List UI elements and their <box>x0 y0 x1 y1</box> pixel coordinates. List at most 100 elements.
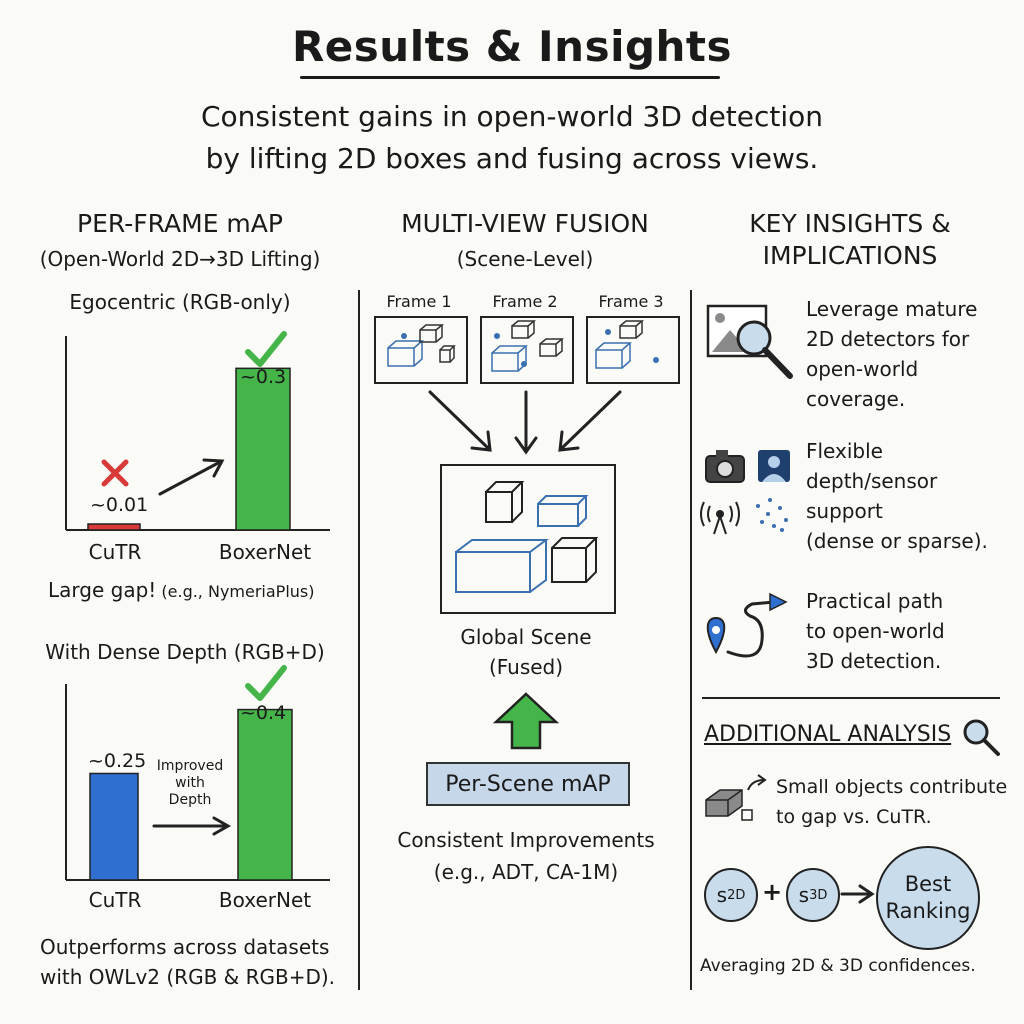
improved-line-2: with <box>175 775 205 791</box>
cross-icon <box>101 459 129 487</box>
arrow-icon <box>158 458 225 496</box>
subtitle-line-2: by lifting 2D boxes and fusing across vi… <box>205 142 819 175</box>
large-gap-note: (e.g., NymeriaPlus) <box>161 582 315 601</box>
chart1-caption: Large gap! (e.g., NymeriaPlus) <box>48 578 358 602</box>
chart1-cutr-value: ~0.01 <box>90 494 149 516</box>
fusion-arrows <box>428 390 622 455</box>
chart2-cutr-value: ~0.25 <box>88 750 147 772</box>
plus-sign: + <box>762 878 783 906</box>
best-ranking-circle: Best Ranking <box>876 846 980 950</box>
s2d-subscript: 2D <box>727 887 746 903</box>
per-scene-label: Per-Scene mAP <box>445 771 611 797</box>
frame-2-label: Frame 2 <box>492 292 558 311</box>
subtitle-line-1: Consistent gains in open-world 3D detect… <box>200 100 824 133</box>
check-icon <box>245 665 287 701</box>
frame-cubes-dark <box>419 320 645 363</box>
frame-1-thumbnail <box>374 316 468 384</box>
insight1-line: open-world <box>806 357 919 381</box>
improvements-line-2: (e.g., ADT, CA-1M) <box>433 860 619 884</box>
insight-mature-detectors: Leverage mature 2D detectors for open-wo… <box>806 294 1016 414</box>
chart1-cutr-label: CuTR <box>88 540 142 564</box>
ranking-arrow-icon <box>840 884 875 904</box>
insight2-line: (dense or sparse). <box>806 529 988 553</box>
improvements-line-1: Consistent Improvements <box>397 828 655 852</box>
antenna-icon <box>700 501 740 535</box>
global-scene-label: Global Scene (Fused) <box>420 622 632 682</box>
per-frame-heading: PER-FRAME mAP <box>77 209 283 238</box>
improved-line-3: Depth <box>168 792 212 808</box>
outperforms-line-2: with OWLv2 (RGB & RGB+D). <box>40 965 336 989</box>
small-objects-line-1: Small objects contribute <box>776 776 1008 798</box>
frame-dots <box>401 329 659 367</box>
large-gap-text: Large gap! <box>48 578 157 602</box>
bar-cutr <box>89 772 139 881</box>
global-scene-line-1: Global Scene <box>460 625 592 649</box>
subtitle: Consistent gains in open-world 3D detect… <box>60 96 964 180</box>
insight1-line: 2D detectors for <box>806 327 970 351</box>
camera-icon <box>705 450 745 483</box>
per-scene-map-box: Per-Scene mAP <box>426 762 630 806</box>
image-magnifier-icon <box>706 304 793 379</box>
column-divider-left <box>358 290 360 990</box>
per-frame-subheading: (Open-World 2D→3D Lifting) <box>39 247 321 271</box>
chart-dense-depth <box>65 684 330 881</box>
s3d-symbol: s <box>798 883 810 907</box>
improved-note: Improved with Depth <box>150 758 230 809</box>
improvements-text: Consistent Improvements (e.g., ADT, CA-1… <box>370 824 682 888</box>
small-objects-icon <box>705 789 753 821</box>
chart2-cutr-label: CuTR <box>88 888 142 912</box>
insight3-line: to open-world <box>806 619 945 643</box>
chart2-boxernet-label: BoxerNet <box>218 888 312 912</box>
sparse-points-icon <box>756 498 788 532</box>
frame-3-label: Frame 3 <box>598 292 664 311</box>
insight-practical-path: Practical path to open-world 3D detectio… <box>806 586 1016 676</box>
page-title: Results & Insights <box>291 22 733 71</box>
global-cubes-dark <box>485 481 599 583</box>
arrow-icon <box>152 816 232 836</box>
chart1-title: Egocentric (RGB-only) <box>69 290 291 314</box>
global-scene-line-2: (Fused) <box>488 655 564 679</box>
small-objects-text: Small objects contribute to gap vs. CuTR… <box>776 772 1016 832</box>
frame-cubes <box>387 340 632 372</box>
global-scene-box <box>440 464 616 614</box>
small-arrow-icon <box>747 774 767 791</box>
averaging-text: Averaging 2D & 3D confidences. <box>700 956 976 976</box>
frame-3-thumbnail <box>586 316 680 384</box>
insight1-line: Leverage mature <box>806 297 978 321</box>
frame-1-label: Frame 1 <box>386 292 452 311</box>
insight1-line: coverage. <box>806 387 906 411</box>
outperforms-line-1: Outperforms across datasets <box>40 935 330 959</box>
bar-cutr <box>87 523 141 531</box>
bar-boxernet <box>237 708 293 881</box>
insight2-line: support <box>806 499 883 523</box>
s3d-subscript: 3D <box>809 887 828 903</box>
path-pin-icon <box>706 592 788 658</box>
column-divider-right <box>690 290 692 990</box>
best-ranking-line-1: Best <box>904 872 952 896</box>
chart-egocentric <box>65 336 330 531</box>
insight-flexible-depth: Flexible depth/sensor support (dense or … <box>806 436 1016 556</box>
multi-view-subheading: (Scene-Level) <box>456 247 594 271</box>
search-icon <box>963 719 1000 756</box>
additional-analysis-heading: ADDITIONAL ANALYSIS <box>704 722 952 747</box>
bar-boxernet <box>235 367 291 531</box>
chart2-caption: Outperforms across datasets with OWLv2 (… <box>40 932 360 992</box>
key-insights-heading: KEY INSIGHTS & IMPLICATIONS <box>700 208 1000 272</box>
improved-line-1: Improved <box>156 758 224 774</box>
s2d-symbol: s <box>716 883 728 907</box>
check-icon <box>245 331 287 367</box>
chart2-title: With Dense Depth (RGB+D) <box>45 640 325 664</box>
frame-2-thumbnail <box>480 316 574 384</box>
global-cubes-blue <box>455 495 589 593</box>
best-ranking-line-2: Ranking <box>885 899 971 923</box>
insight2-line: Flexible <box>806 439 883 463</box>
insight3-line: 3D detection. <box>806 649 942 673</box>
insight2-line: depth/sensor <box>806 469 938 493</box>
key-insights-line-2: IMPLICATIONS <box>762 241 938 270</box>
multi-view-heading: MULTI-VIEW FUSION <box>401 209 649 238</box>
small-objects-line-2: to gap vs. CuTR. <box>776 806 932 828</box>
insight3-line: Practical path <box>806 589 944 613</box>
chart1-boxernet-value: ~0.3 <box>240 366 287 388</box>
